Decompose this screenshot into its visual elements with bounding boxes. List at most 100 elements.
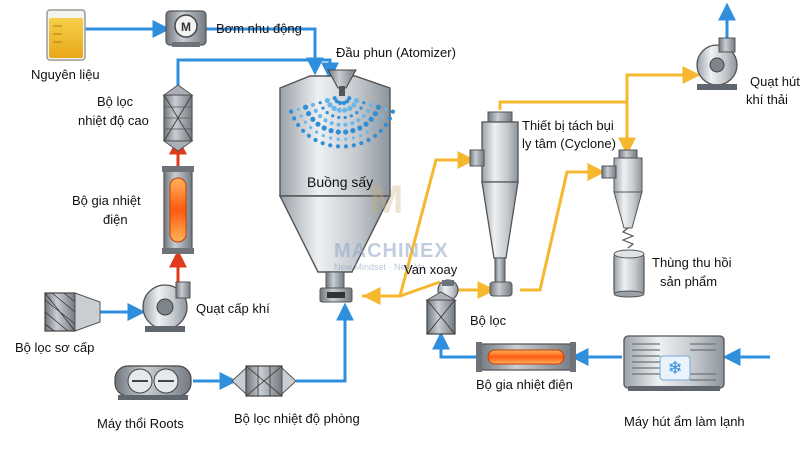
spray-droplet bbox=[359, 141, 364, 146]
primary-filter-icon bbox=[44, 292, 101, 332]
spray-droplet bbox=[289, 109, 294, 114]
label-heater-2: điện bbox=[103, 212, 128, 227]
spray-droplet bbox=[296, 107, 300, 111]
label-atomizer: Đầu phun (Atomizer) bbox=[336, 45, 456, 60]
watermark: M MACHINEX New Mindset · New Va bbox=[334, 178, 449, 272]
spray-droplet bbox=[310, 116, 316, 122]
spray-droplet bbox=[292, 116, 297, 121]
spray-droplet bbox=[359, 134, 363, 138]
spray-droplet bbox=[329, 136, 333, 140]
cyclone-to-second-cyclone-line bbox=[498, 100, 636, 156]
spray-droplet bbox=[310, 102, 315, 107]
spray-droplet bbox=[324, 97, 330, 104]
spray-droplet bbox=[337, 115, 341, 120]
spray-droplet bbox=[355, 111, 359, 115]
label-drying-chamber: Buồng sấy bbox=[307, 174, 373, 190]
spray-droplet bbox=[335, 144, 341, 149]
label-collection-drum-2: sản phẩm bbox=[660, 274, 717, 289]
exhaust-fan-icon bbox=[696, 37, 738, 90]
spray-droplet bbox=[351, 136, 355, 140]
spray-droplet bbox=[343, 144, 349, 149]
spray-droplet bbox=[349, 114, 353, 118]
peristaltic-pump-icon: M bbox=[165, 10, 207, 47]
spray-droplet bbox=[378, 128, 383, 133]
spray-droplet bbox=[345, 99, 350, 104]
spray-droplet bbox=[331, 105, 337, 111]
label-cyclone-1: Thiết bị tách bụi bbox=[522, 118, 614, 133]
spray-droplet bbox=[351, 102, 357, 108]
bottom-filter-icon bbox=[425, 291, 457, 335]
spray-droplet bbox=[336, 107, 342, 113]
room-temp-filter-icon bbox=[231, 365, 297, 397]
label-hepa-filter-1: Bộ lọc bbox=[97, 94, 134, 109]
snowflake-icon: ❄ bbox=[667, 358, 682, 379]
second-cyclone-icon bbox=[601, 149, 643, 249]
label-supply-fan: Quạt cấp khí bbox=[196, 301, 270, 316]
raw-material-beaker-icon bbox=[46, 9, 86, 61]
spray-droplet bbox=[387, 116, 392, 121]
label-primary-filter: Bộ lọc sơ cấp bbox=[15, 340, 94, 355]
spray-droplet bbox=[356, 118, 361, 123]
label-cyclone-2: ly tâm (Cyclone) bbox=[522, 136, 616, 151]
spray-droplets-icon bbox=[289, 96, 395, 149]
label-exhaust-fan-2: khí thải bbox=[746, 92, 788, 107]
spray-droplet bbox=[323, 118, 328, 123]
spray-droplet bbox=[332, 96, 337, 101]
label-peristaltic-pump: Bơm nhu động bbox=[216, 21, 302, 36]
spray-droplet bbox=[313, 137, 318, 143]
spray-droplet bbox=[318, 101, 322, 105]
spray-droplet bbox=[384, 107, 388, 111]
spray-droplet bbox=[344, 137, 348, 141]
spray-droplet bbox=[366, 137, 371, 143]
spray-droplet bbox=[315, 130, 319, 134]
spray-droplet bbox=[303, 120, 307, 124]
electric-heater-horizontal-icon bbox=[476, 342, 576, 372]
spray-droplet bbox=[361, 114, 366, 119]
roots-blower-icon bbox=[114, 365, 192, 400]
spray-droplet bbox=[371, 126, 375, 130]
spray-droplet bbox=[363, 121, 369, 127]
watermark-brand: MACHINEX bbox=[334, 240, 449, 262]
spray-droplet bbox=[338, 100, 343, 106]
spray-droplet bbox=[347, 105, 353, 111]
cyclone-separator-icon bbox=[469, 111, 519, 297]
spray-droplet bbox=[325, 111, 329, 115]
spray-droplet bbox=[306, 133, 311, 138]
to-exhaust-fan-line bbox=[625, 66, 701, 102]
spray-droplet bbox=[383, 122, 388, 128]
spray-droplet bbox=[296, 122, 301, 128]
spray-droplet bbox=[321, 106, 325, 110]
spray-droplet bbox=[309, 126, 313, 130]
spray-droplet bbox=[336, 137, 340, 141]
heater-to-filter-return-line bbox=[432, 331, 478, 359]
spray-droplet bbox=[334, 99, 339, 104]
spray-droplet bbox=[336, 122, 341, 127]
label-hepa-filter-2: nhiệt độ cao bbox=[78, 113, 149, 128]
svg-text:M: M bbox=[181, 20, 191, 34]
spray-droplet bbox=[342, 107, 348, 113]
spray-droplet bbox=[343, 129, 349, 135]
watermark-tagline: New Mindset · New Va bbox=[334, 262, 425, 272]
spray-droplet bbox=[303, 104, 309, 110]
dehumidifier-icon: ❄ bbox=[623, 335, 725, 391]
spray-droplet bbox=[354, 97, 360, 104]
spray-droplet bbox=[331, 114, 335, 118]
spray-droplet bbox=[301, 128, 306, 133]
room-filter-to-chamber-line bbox=[296, 302, 354, 383]
spray-droplet bbox=[347, 96, 352, 101]
spray-droplet bbox=[318, 114, 323, 119]
label-filter: Bộ lọc bbox=[470, 313, 507, 328]
spray-droplet bbox=[329, 121, 334, 126]
hot-air-line bbox=[176, 58, 339, 95]
spray-droplet bbox=[299, 114, 303, 118]
spray-droplet bbox=[359, 106, 363, 110]
spray-droplet bbox=[372, 111, 378, 117]
label-exhaust-fan-1: Quạt hút bbox=[750, 74, 800, 89]
spray-droplet bbox=[366, 108, 371, 113]
supply-fan-icon bbox=[142, 281, 191, 332]
spray-droplet bbox=[350, 128, 356, 134]
spray-droplet bbox=[328, 143, 333, 148]
spray-droplet bbox=[320, 141, 325, 146]
